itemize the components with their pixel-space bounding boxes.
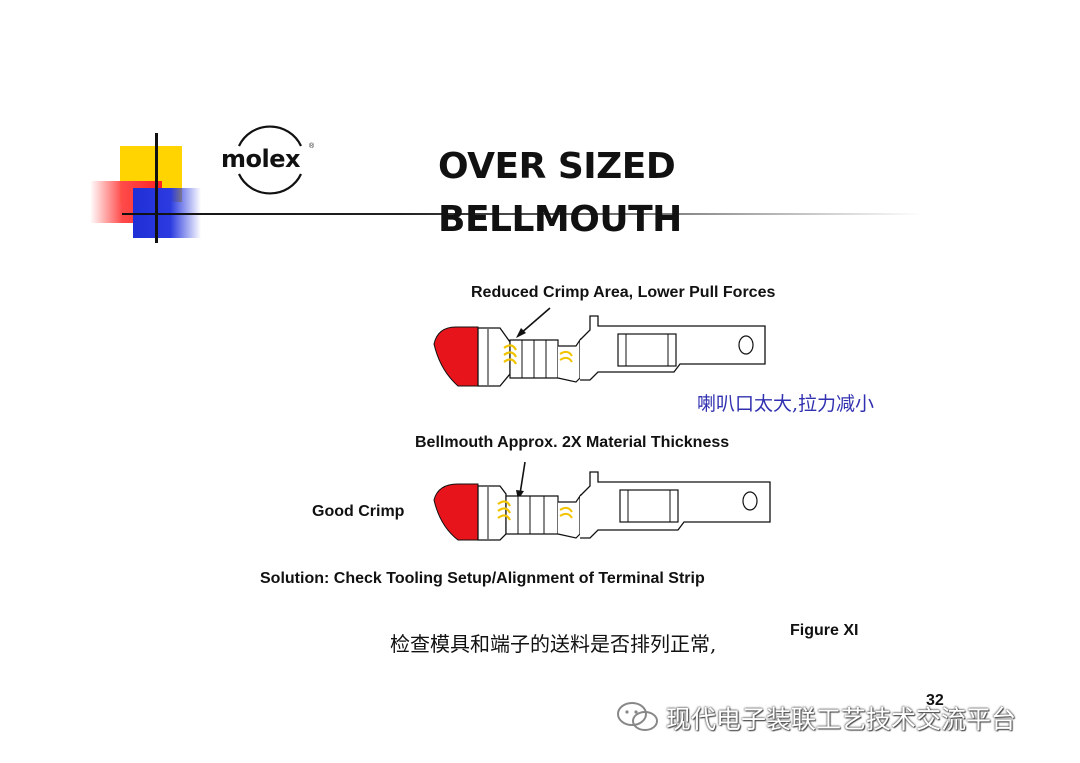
terminal-diagram-good-crimp — [433, 461, 771, 541]
figure2-annotation: Bellmouth Approx. 2X Material Thickness — [415, 434, 730, 451]
page-number: 32 — [926, 692, 944, 709]
watermark-text: 现代电子装联工艺技术交流平台 — [666, 705, 1017, 734]
title-line-1: OVER SIZED — [438, 146, 676, 187]
terminal-diagram-oversized-bellmouth — [433, 307, 766, 387]
solution-cn-text: 检查模具和端子的送料是否排列正常, — [390, 632, 717, 656]
logo-registered-mark: ® — [309, 143, 315, 150]
figure1-annotation: Reduced Crimp Area, Lower Pull Forces — [471, 284, 776, 301]
logo-wordmark: molex — [221, 145, 300, 173]
title-line-2: BELLMOUTH — [438, 199, 682, 240]
solution-text: Solution: Check Tooling Setup/Alignment … — [260, 570, 705, 587]
figure-label: Figure XI — [790, 622, 859, 639]
molex-logo — [238, 125, 302, 195]
figure1-cn-note: 喇叭口太大,拉力减小 — [697, 393, 875, 415]
decor-vertical-line — [155, 133, 158, 243]
good-crimp-label: Good Crimp — [312, 503, 405, 520]
wechat-icon — [617, 702, 658, 731]
page-title: OVER SIZED BELLMOUTH — [438, 140, 768, 246]
title-underline — [122, 213, 922, 215]
